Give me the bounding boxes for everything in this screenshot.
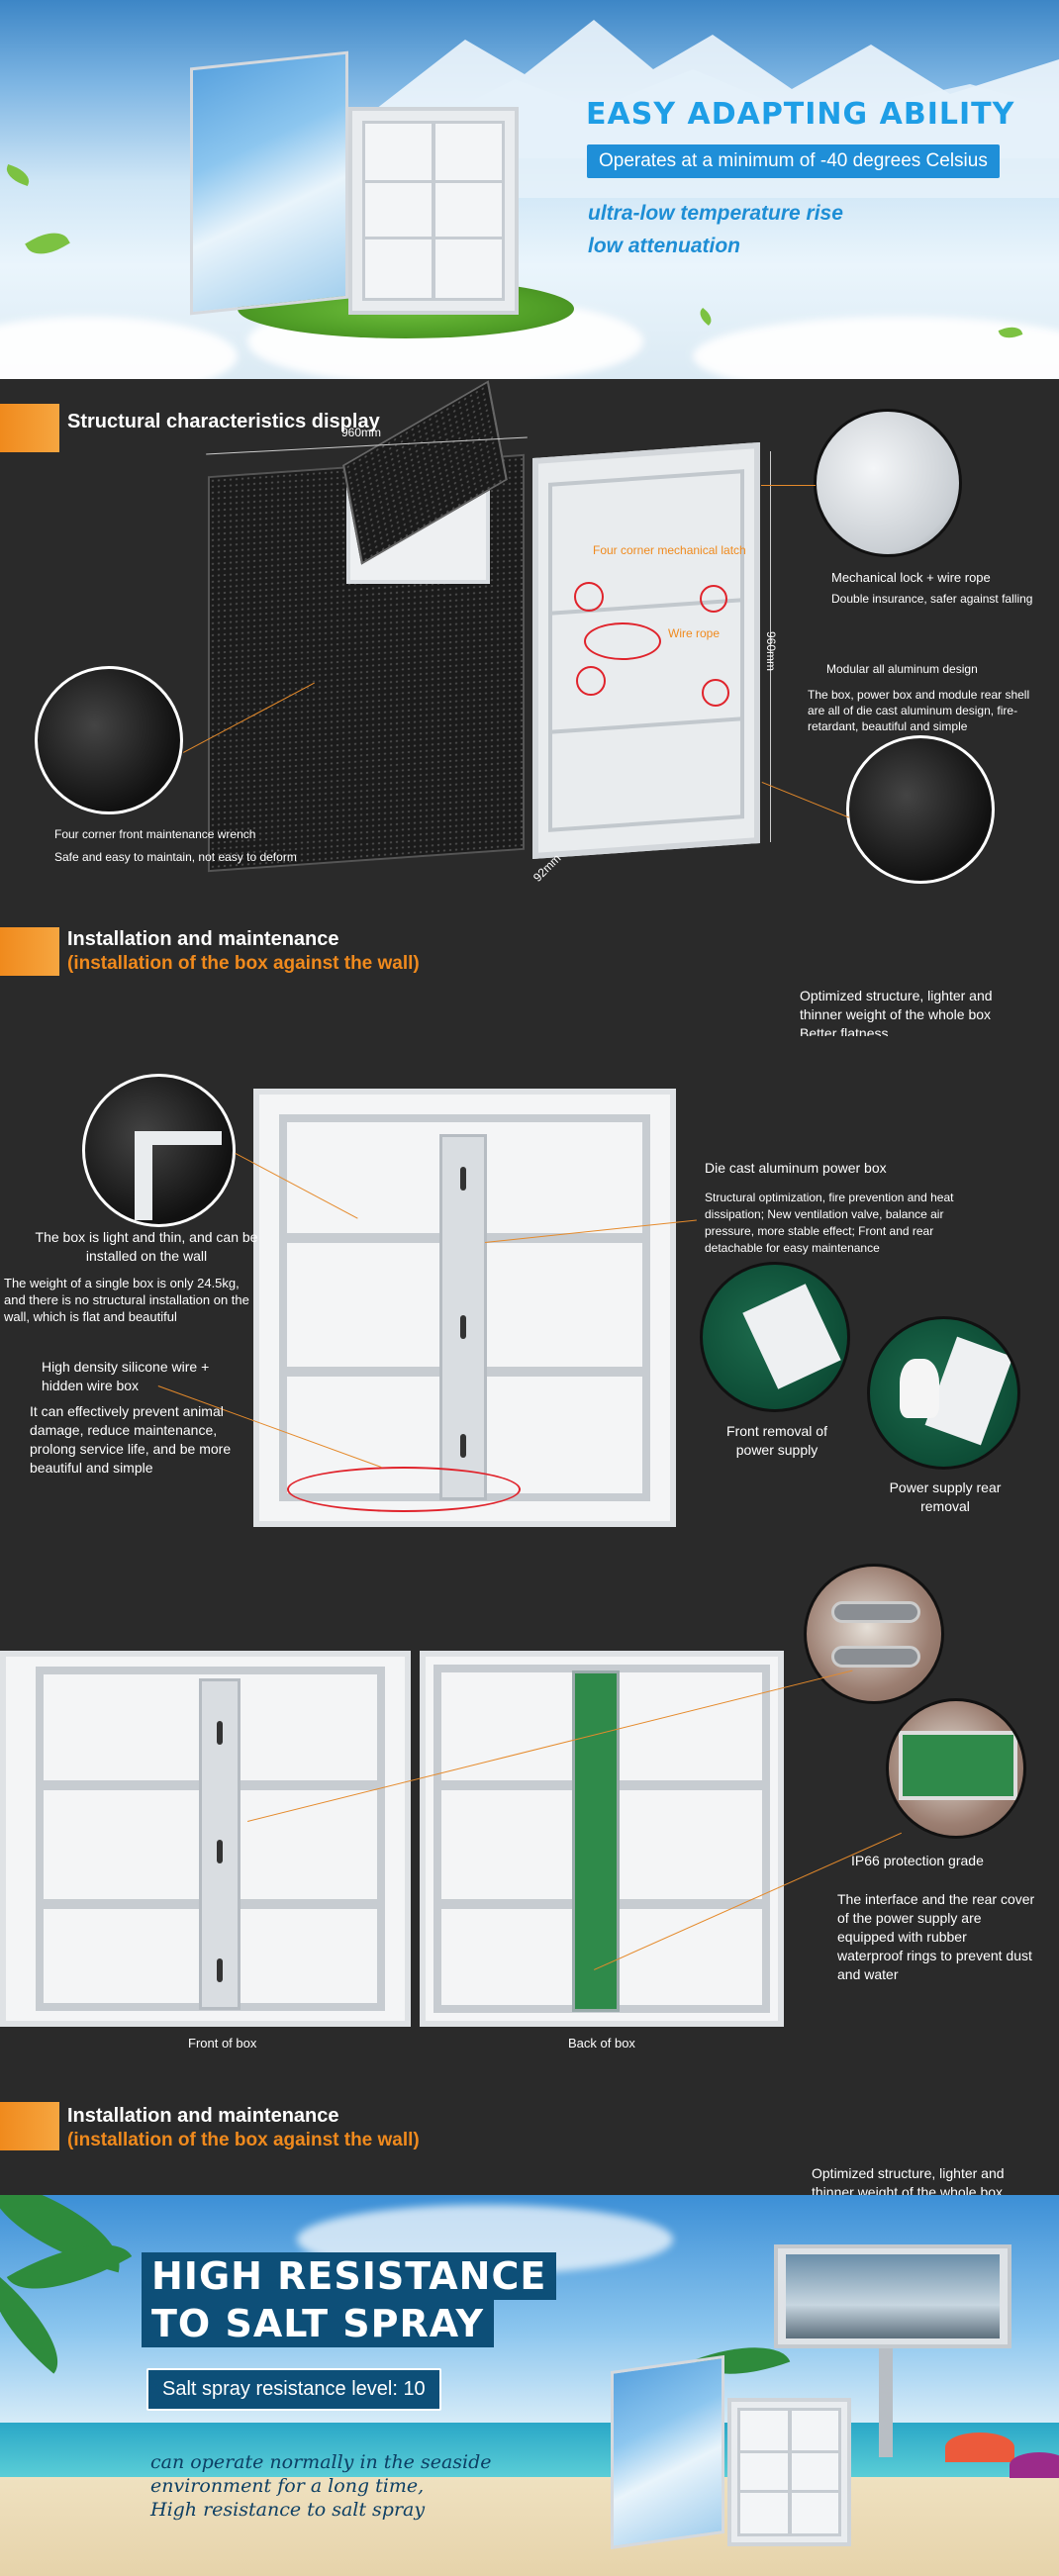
latch-marker bbox=[700, 585, 727, 613]
light-box-desc: The weight of a single box is only 24.5k… bbox=[4, 1276, 249, 1324]
section-subtitle-install-2: (installation of the box against the wal… bbox=[67, 2130, 420, 2150]
rear-removal-photo bbox=[867, 1316, 1020, 1470]
die-cast-title: Die cast aluminum power box bbox=[705, 1160, 887, 1176]
mech-lock-title: Mechanical lock + wire rope bbox=[831, 570, 991, 585]
beach bbox=[0, 2477, 1059, 2576]
hero-line-1: ultra-low temperature rise bbox=[588, 202, 843, 225]
billboard bbox=[774, 2244, 1011, 2348]
temperature-badge: Operates at a minimum of -40 degrees Cel… bbox=[587, 144, 1000, 178]
modular-title: Modular all aluminum design bbox=[826, 662, 978, 676]
hero-title: EASY ADAPTING ABILITY bbox=[586, 97, 1015, 132]
die-cast-desc: Structural optimization, fire prevention… bbox=[705, 1191, 954, 1255]
wire-rope-label: Wire rope bbox=[668, 626, 721, 640]
front-removal-label: Front removal of power supply bbox=[726, 1423, 827, 1458]
wire-title: High density silicone wire + hidden wire… bbox=[42, 1359, 210, 1393]
optimized-note: Optimized structure, lighter and thinner… bbox=[800, 988, 993, 1036]
led-panel-front bbox=[611, 2354, 724, 2550]
latch-marker bbox=[574, 582, 604, 612]
front-of-box-label: Front of box bbox=[188, 2036, 257, 2051]
led-panel-front-image bbox=[190, 50, 348, 316]
section-marker bbox=[0, 2102, 59, 2150]
back-of-box-photo bbox=[420, 1651, 784, 2027]
hero-salt-spray: HIGH RESISTANCE TO SALT SPRAY Salt spray… bbox=[0, 2195, 1059, 2576]
leaf bbox=[25, 224, 70, 263]
waterproof-ring-closeup bbox=[804, 1564, 944, 1704]
power-supply-closeup bbox=[886, 1698, 1026, 1839]
section-title-install: Installation and maintenance bbox=[67, 928, 339, 950]
salt-level-badge: Salt spray resistance level: 10 bbox=[146, 2368, 441, 2411]
height-dimension: 960mm bbox=[764, 631, 778, 672]
salt-title-line-1: HIGH RESISTANCE bbox=[142, 2252, 557, 2300]
led-cabinet-back bbox=[348, 107, 519, 315]
wrench-desc: Safe and easy to maintain, not easy to d… bbox=[54, 850, 297, 864]
cloud bbox=[0, 317, 238, 379]
hero-easy-adapting: EASY ADAPTING ABILITY Operates at a mini… bbox=[0, 0, 1059, 379]
led-cabinet-back bbox=[727, 2398, 851, 2546]
salt-script: can operate normally in the seaside envi… bbox=[150, 2451, 492, 2521]
front-wrench-closeup bbox=[35, 666, 183, 814]
latch-marker bbox=[576, 666, 606, 696]
box-front-photo bbox=[253, 1089, 676, 1527]
thin-box-closeup bbox=[82, 1074, 236, 1227]
latch-label: Four corner mechanical latch bbox=[593, 543, 746, 557]
hero-line-2: low attenuation bbox=[588, 235, 740, 257]
section-subtitle-install: (installation of the box against the wal… bbox=[67, 953, 420, 974]
corner-closeup bbox=[846, 735, 995, 884]
optimized-note-2: Optimized structure, lighter and thinner… bbox=[812, 2165, 1005, 2195]
leaf bbox=[696, 308, 716, 326]
light-box-title: The box is light and thin, and can be in… bbox=[35, 1229, 258, 1264]
wire-rope-marker bbox=[584, 622, 661, 660]
back-of-box-label: Back of box bbox=[568, 2036, 635, 2051]
wire-desc: It can effectively prevent animal damage… bbox=[30, 1403, 232, 1476]
wire-box-marker bbox=[287, 1467, 521, 1512]
beach-umbrella bbox=[945, 2433, 1014, 2462]
ip66-title: IP66 protection grade bbox=[851, 1853, 984, 1868]
section-title-install-2: Installation and maintenance bbox=[67, 2105, 339, 2127]
rear-removal-label: Power supply rear removal bbox=[889, 1479, 1002, 1514]
cloud bbox=[693, 317, 1059, 379]
ip66-desc: The interface and the rear cover of the … bbox=[837, 1891, 1035, 1982]
mech-lock-desc: Double insurance, safer against falling bbox=[831, 592, 1033, 606]
section-title-structural: Structural characteristics display bbox=[67, 411, 380, 432]
section-marker bbox=[0, 404, 59, 452]
salt-title-line-2: TO SALT SPRAY bbox=[142, 2300, 495, 2347]
width-dimension: 960mm bbox=[341, 426, 382, 439]
wrench-title: Four corner front maintenance wrench bbox=[54, 827, 256, 841]
front-of-box-photo bbox=[0, 1651, 411, 2027]
height-dimension-line bbox=[770, 451, 771, 842]
mechanical-lock-closeup bbox=[814, 409, 962, 557]
front-removal-photo bbox=[700, 1262, 850, 1412]
latch-marker bbox=[702, 679, 729, 707]
modular-desc: The box, power box and module rear shell… bbox=[808, 688, 1030, 733]
section-marker bbox=[0, 927, 59, 976]
beach-umbrella bbox=[1010, 2452, 1059, 2478]
